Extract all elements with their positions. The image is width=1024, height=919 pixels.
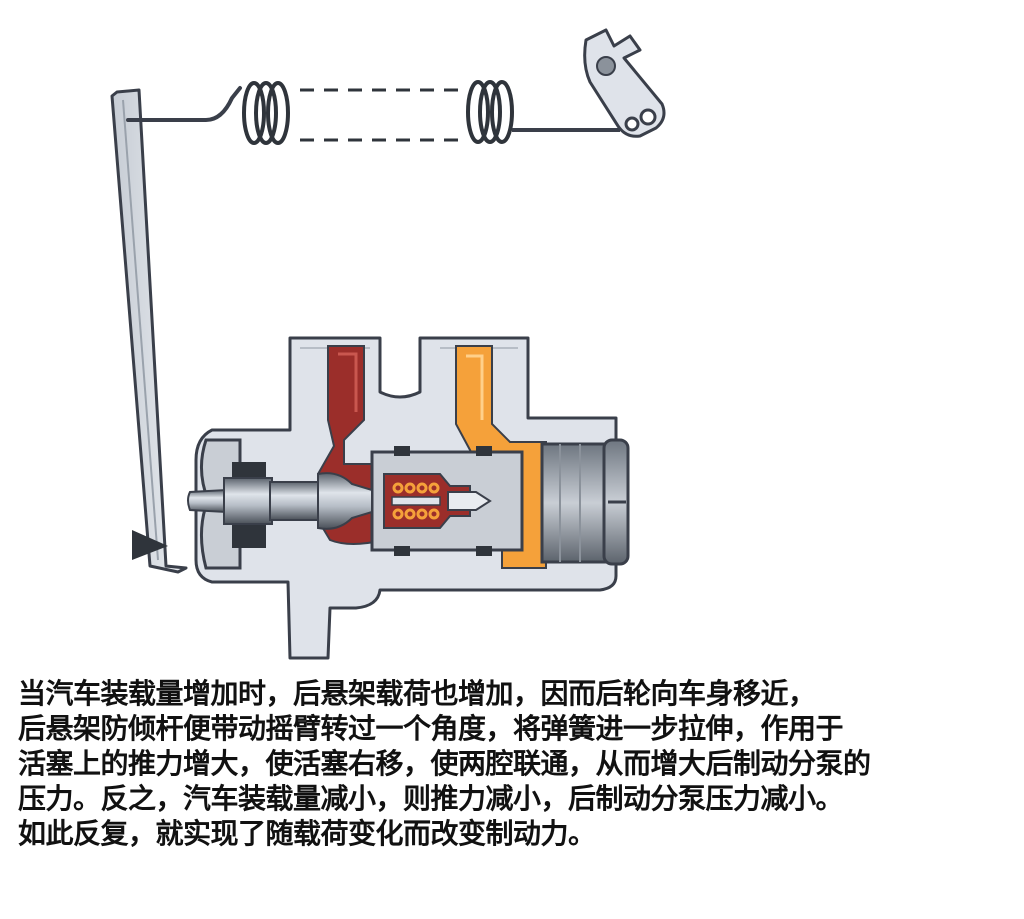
valve-spring-chamber <box>383 473 492 529</box>
caption-line-3: 活塞上的推力增大，使活塞右移，使两腔联通，从而增大后制动分泵的 <box>18 747 871 780</box>
valve-diagram <box>110 28 666 660</box>
piston <box>187 472 373 530</box>
spring-rod-left <box>126 86 242 122</box>
rocker-arm-icon <box>583 28 666 138</box>
tension-spring-right-icon <box>466 80 514 144</box>
load-lever <box>110 88 188 574</box>
caption-line-2: 后悬架防倾杆便带动摇臂转过一个角度，将弹簧进一步拉伸，作用于 <box>18 712 844 745</box>
end-plug <box>540 438 630 566</box>
caption-line-5: 如此反复，就实现了随载荷变化而改变制动力。 <box>18 817 596 850</box>
tension-spring-left-icon <box>242 81 290 145</box>
caption-line-1: 当汽车装载量增加时，后悬架载荷也增加，因而后轮向车身移近， <box>18 677 816 710</box>
caption-line-4: 压力。反之，汽车装载量减小，则推力减小，后制动分泵压力减小。 <box>18 782 844 815</box>
pivot-pointer-icon <box>132 530 168 560</box>
caption: 当汽车装载量增加时，后悬架载荷也增加，因而后轮向车身移近， 后悬架防倾杆便带动摇… <box>18 676 1018 851</box>
spring-dashes <box>300 88 460 142</box>
